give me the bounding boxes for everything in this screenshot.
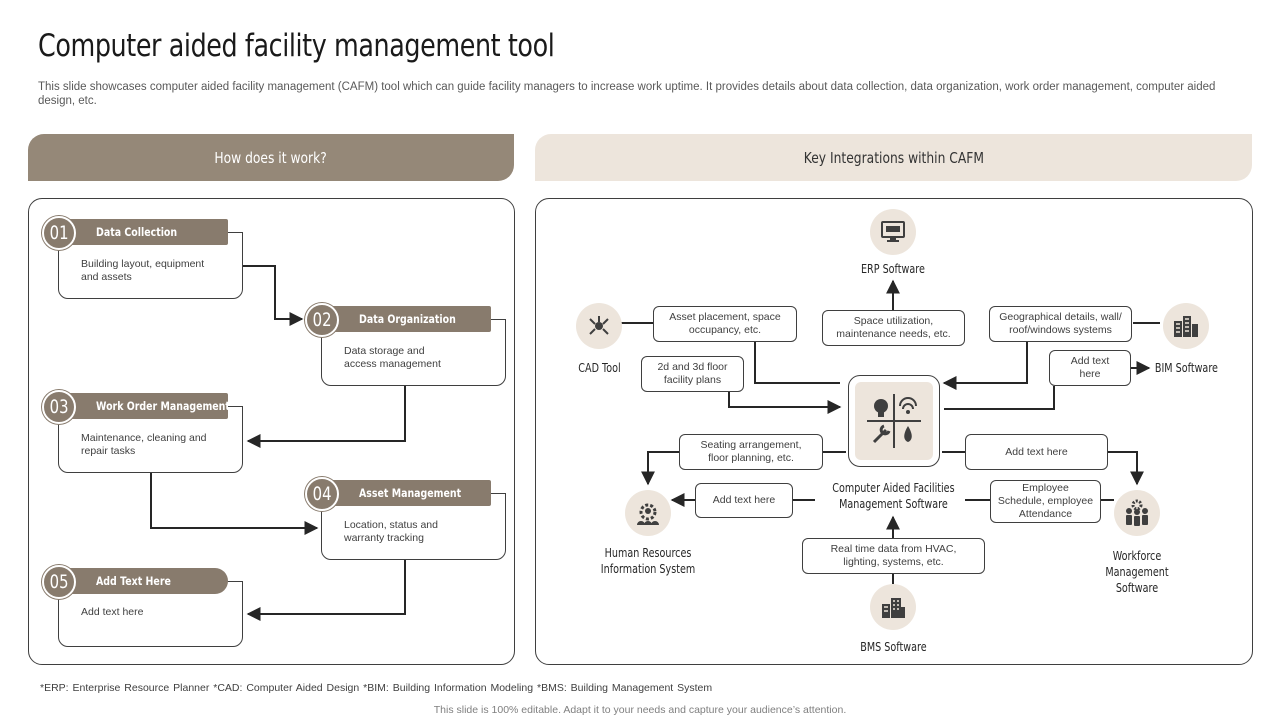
integrations-header: Key Integrations within CAFM — [535, 134, 1252, 181]
step-3-number: 03 — [42, 390, 76, 424]
step-1-title: Data Collection — [96, 225, 178, 239]
wfm-addtext-box: Add text here — [965, 434, 1108, 470]
step-4-title-bar: Asset Management — [321, 480, 491, 506]
bms-realtime-box: Real time data from HVAC, lighting, syst… — [802, 538, 985, 574]
cafm-center-label: Computer Aided Facilities Management Sof… — [831, 481, 955, 511]
step-4-title: Asset Management — [359, 486, 462, 500]
bim-icon — [1163, 303, 1209, 349]
bim-label: BIM Software — [1154, 361, 1218, 375]
erp-icon — [870, 209, 916, 255]
bim-addtext-box: Add text here — [1049, 350, 1131, 386]
integrations-header-text: Key Integrations within CAFM — [803, 148, 984, 167]
erp-info-box: Space utilization, maintenance needs, et… — [822, 310, 965, 346]
step-5-title-bar: Add Text Here — [58, 568, 228, 594]
how-it-works-header-text: How does it work? — [214, 148, 328, 167]
step-3-title-bar: Work Order Management — [58, 393, 230, 419]
step-4-number: 04 — [305, 477, 339, 511]
step-4-desc: Location, status and warranty tracking — [344, 519, 438, 544]
step-2-desc: Data storage and access management — [344, 345, 441, 370]
step-5-desc: Add text here — [81, 606, 144, 618]
cad-label: CAD Tool — [577, 361, 621, 375]
cafm-icons — [867, 394, 921, 448]
cad-icon — [576, 303, 622, 349]
workforce-icon — [1114, 490, 1160, 536]
hris-icon — [625, 490, 671, 536]
how-it-works-panel — [28, 198, 515, 665]
cad-floorplan-box: 2d and 3d floor facility plans — [641, 356, 744, 392]
cafm-icon-tile — [855, 382, 933, 460]
step-3-desc: Maintenance, cleaning and repair tasks — [81, 432, 207, 457]
workforce-label: Workforce Management Software — [1105, 549, 1169, 595]
step-1-desc: Building layout, equipment and assets — [81, 258, 205, 283]
wfm-employee-box: Employee Schedule, employee Attendance — [990, 480, 1101, 523]
erp-label: ERP Software — [861, 262, 925, 276]
step-5-number: 05 — [42, 565, 76, 599]
page-title: Computer aided facility management tool — [38, 28, 555, 64]
how-it-works-header: How does it work? — [28, 134, 514, 181]
cafm-center-box — [848, 375, 940, 467]
bms-icon — [870, 584, 916, 630]
bottom-note: This slide is 100% editable. Adapt it to… — [433, 704, 847, 716]
step-3-title: Work Order Management — [96, 399, 230, 413]
step-2-title: Data Organization — [359, 312, 456, 326]
hris-seating-box: Seating arrangement, floor planning, etc… — [679, 434, 823, 470]
integrations-panel — [535, 198, 1253, 665]
step-5-title: Add Text Here — [96, 574, 171, 588]
bms-label: BMS Software — [859, 640, 927, 654]
page-subtitle: This slide showcases computer aided faci… — [38, 81, 1216, 107]
step-2-number: 02 — [305, 303, 339, 337]
step-2-title-bar: Data Organization — [321, 306, 491, 332]
footnote: *ERP: Enterprise Resource Planner *CAD: … — [40, 682, 713, 694]
bim-geo-box: Geographical details, wall/ roof/windows… — [989, 306, 1132, 342]
step-1-title-bar: Data Collection — [58, 219, 228, 245]
hris-addtext-box: Add text here — [695, 483, 793, 518]
hris-label: Human Resources Information System — [600, 546, 696, 576]
step-1-number: 01 — [42, 216, 76, 250]
cad-asset-box: Asset placement, space occupancy, etc. — [653, 306, 797, 342]
